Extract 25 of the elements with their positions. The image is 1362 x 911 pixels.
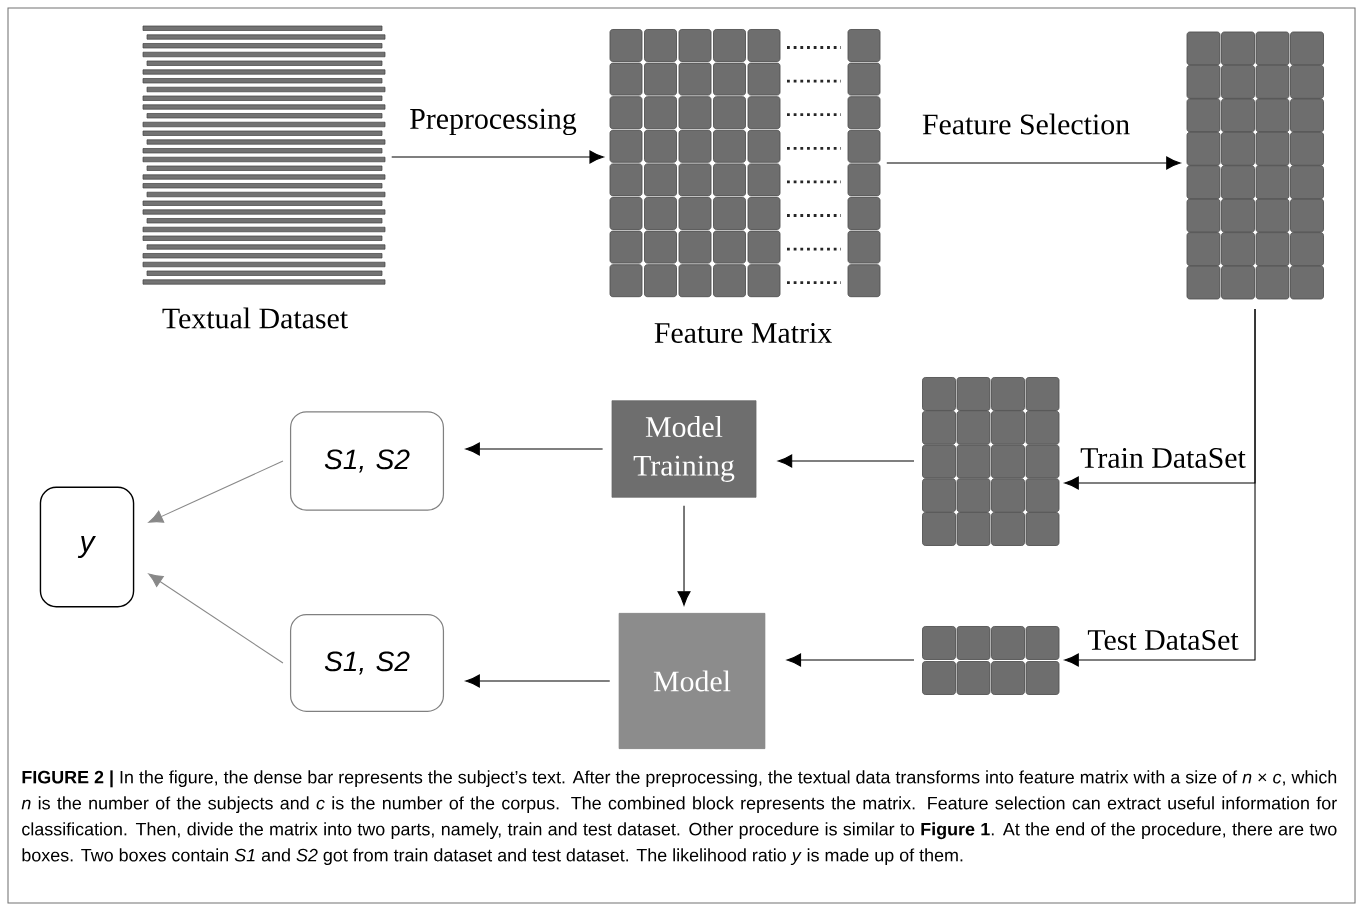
- arrow: [148, 573, 284, 664]
- arrow: [1064, 308, 1256, 667]
- arrow: [465, 442, 604, 456]
- arrow: [391, 150, 604, 164]
- rounded-box: y: [39, 486, 135, 608]
- process-box: Model Training: [611, 400, 757, 498]
- matrix-drawing: [922, 626, 1060, 695]
- arrow: [465, 674, 611, 688]
- caption: FIGURE 2 | In the figure, the dense bar represents the subject’s text. After the preprocessing, the textual data transforms into feature matrix with a size of n × c, which n is the number of the subjects and c is the number of the corpus. The combined block represents the matrix. Feature selection can extract useful information for classification. Then, divide the matrix into two parts, namely, train and test dataset. Other procedure is similar to Figure 1. At the end of the procedure, there are two boxes. Two boxes contain S1 and S2 got from train dataset and test dataset. The likelihood ratio y is made up of them.: [21, 770, 1337, 866]
- arrow: [886, 156, 1181, 170]
- rounded-box: S1, S2: [289, 411, 445, 511]
- drawing-label: Feature Matrix: [654, 322, 832, 344]
- arrow: [777, 454, 915, 468]
- edge-label: Test DataSet: [1085, 628, 1241, 652]
- matrix-drawing: [922, 377, 1060, 546]
- edge-label: Preprocessing: [407, 107, 579, 137]
- drawing-label: Textual Dataset: [162, 307, 348, 329]
- arrow: [148, 460, 284, 523]
- arrow: [786, 653, 915, 667]
- rounded-box: S1, S2: [289, 614, 445, 712]
- process-box: Model: [618, 613, 766, 749]
- edge-label: Train DataSet: [1078, 446, 1248, 470]
- matrix-drawing: [1186, 31, 1324, 300]
- edge-label: Feature Selection: [920, 111, 1132, 137]
- arrow: [677, 505, 691, 606]
